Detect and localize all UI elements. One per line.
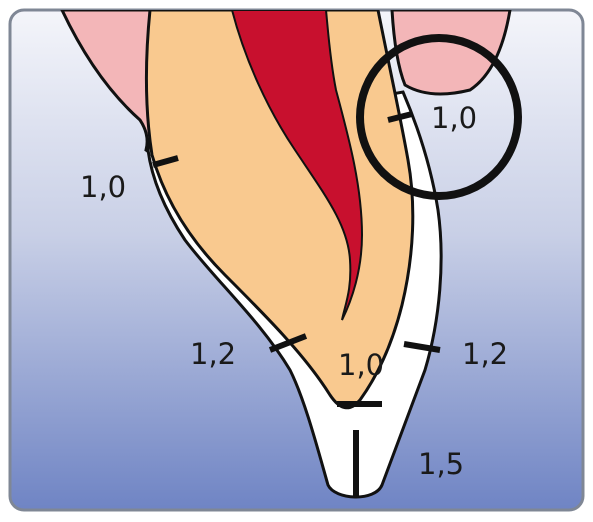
label-mid-right: 1,2 [462,337,508,371]
label-bottom: 1,5 [418,447,464,481]
label-incisal-right: 1,0 [431,101,477,135]
label-incisal-left: 1,0 [80,170,126,204]
label-center: 1,0 [338,348,384,382]
label-mid-left: 1,2 [190,337,236,371]
